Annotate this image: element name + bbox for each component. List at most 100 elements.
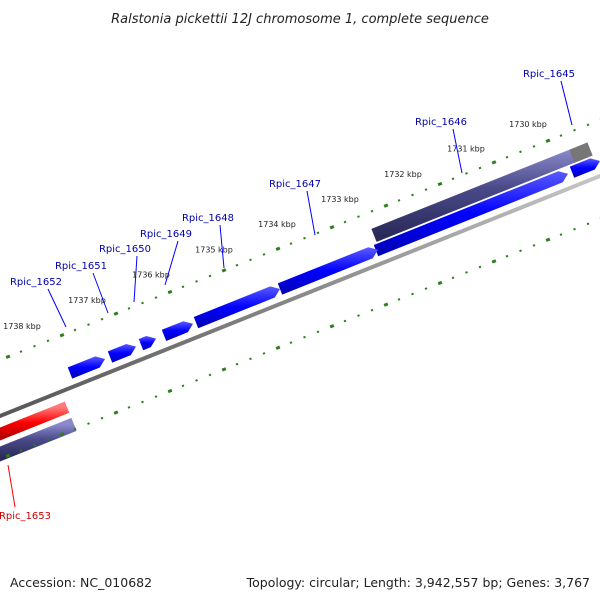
gene-arrow-rpic-1645[interactable] — [569, 158, 600, 178]
gene-label-rpic-1647[interactable]: Rpic_1647 — [269, 179, 321, 190]
track-layer — [0, 142, 600, 462]
gene-arrow-rpic-1650[interactable] — [138, 336, 156, 351]
gene-label-rpic-1650[interactable]: Rpic_1650 — [99, 244, 151, 255]
minor-tick — [262, 253, 266, 256]
minor-tick — [127, 307, 131, 310]
tick-label: 1734 kbp — [258, 220, 296, 229]
gene-label-rpic-1651[interactable]: Rpic_1651 — [55, 261, 107, 272]
gene-leader-line — [219, 224, 225, 269]
minor-tick — [141, 400, 144, 404]
tick-layer — [5, 118, 600, 458]
gene-arrow-rpic-1651[interactable] — [107, 344, 136, 363]
track-bar-forward — [371, 142, 593, 242]
gene-leader-line — [92, 272, 109, 314]
minor-tick — [586, 222, 590, 226]
accession-text: Accession: NC_010682 — [10, 575, 152, 590]
minor-tick — [343, 220, 347, 224]
gene-leader-line — [133, 255, 138, 303]
minor-tick — [343, 319, 347, 323]
tick-label: 1736 kbp — [132, 271, 170, 280]
tick-row-outer — [5, 118, 600, 359]
gene-arrow-rpic-1646[interactable] — [373, 171, 568, 257]
major-tick — [545, 237, 551, 242]
minor-tick — [208, 373, 212, 377]
minor-tick — [195, 379, 198, 382]
minor-tick — [370, 308, 374, 312]
major-tick — [5, 453, 11, 458]
minor-tick — [316, 330, 320, 334]
minor-tick — [397, 199, 401, 202]
minor-tick — [100, 416, 104, 420]
gene-layer — [0, 158, 600, 441]
gene-leader-line — [560, 80, 573, 126]
minor-tick — [19, 350, 23, 353]
tick-label: 1732 kbp — [384, 170, 422, 179]
tick-label: 1730 kbp — [509, 120, 547, 129]
minor-tick — [411, 292, 414, 296]
major-tick — [491, 259, 497, 264]
gene-arrow-rpic-1648[interactable] — [193, 286, 280, 329]
map-title: Ralstonia pickettii 12J chromosome 1, co… — [111, 12, 489, 27]
minor-tick — [357, 314, 360, 317]
minor-tick — [316, 231, 320, 235]
gene-arrow-rpic-1652[interactable] — [67, 356, 105, 379]
minor-tick — [100, 317, 104, 321]
major-tick — [383, 203, 389, 208]
major-tick — [545, 138, 551, 143]
minor-tick — [559, 233, 563, 236]
minor-tick — [505, 155, 509, 159]
major-tick — [113, 311, 119, 316]
minor-tick — [154, 296, 158, 299]
major-tick — [59, 432, 65, 437]
minor-tick — [289, 242, 293, 245]
minor-tick — [478, 265, 482, 269]
minor-tick — [208, 274, 212, 278]
minor-tick — [262, 352, 266, 355]
gene-label-rpic-1652[interactable]: Rpic_1652 — [10, 277, 62, 288]
minor-tick — [303, 236, 306, 240]
minor-tick — [73, 328, 77, 332]
gene-label-rpic-1653[interactable]: Rpic_1653 — [0, 511, 51, 522]
gene-label-rpic-1646[interactable]: Rpic_1646 — [415, 117, 467, 128]
gene-label-rpic-1648[interactable]: Rpic_1648 — [182, 213, 234, 224]
gene-arrow-rpic-1653[interactable] — [0, 401, 70, 441]
minor-tick — [181, 285, 185, 289]
track-bar-reverse — [0, 417, 77, 462]
minor-tick — [19, 449, 23, 452]
minor-tick — [424, 287, 428, 290]
gene-leader-line — [452, 128, 463, 174]
gene-label-rpic-1649[interactable]: Rpic_1649 — [140, 229, 192, 240]
major-tick — [59, 333, 65, 338]
major-tick — [5, 354, 11, 359]
minor-tick — [289, 341, 293, 344]
minor-tick — [235, 263, 239, 267]
minor-tick — [532, 145, 536, 148]
major-tick — [437, 181, 443, 187]
minor-tick — [465, 271, 468, 274]
minor-tick — [235, 362, 239, 366]
major-tick — [383, 302, 389, 307]
minor-tick — [127, 406, 131, 409]
minor-tick — [154, 395, 158, 398]
minor-tick — [465, 172, 468, 175]
minor-tick — [46, 438, 50, 442]
minor-tick — [451, 276, 455, 280]
minor-tick — [249, 258, 252, 262]
gene-label-rpic-1645[interactable]: Rpic_1645 — [523, 69, 575, 80]
minor-tick — [573, 128, 576, 132]
major-tick — [221, 367, 227, 372]
minor-tick — [33, 344, 36, 348]
tick-label: 1737 kbp — [68, 296, 106, 305]
minor-tick — [505, 254, 509, 258]
minor-tick — [87, 323, 90, 326]
major-tick — [167, 388, 173, 394]
gene-arrow-rpic-1647[interactable] — [277, 247, 378, 295]
minor-tick — [87, 422, 90, 425]
minor-tick — [586, 123, 590, 127]
gene-arrow-rpic-1649[interactable] — [161, 321, 193, 341]
gene-leader-line — [306, 190, 316, 236]
minor-tick — [181, 384, 185, 388]
major-tick — [221, 268, 227, 273]
